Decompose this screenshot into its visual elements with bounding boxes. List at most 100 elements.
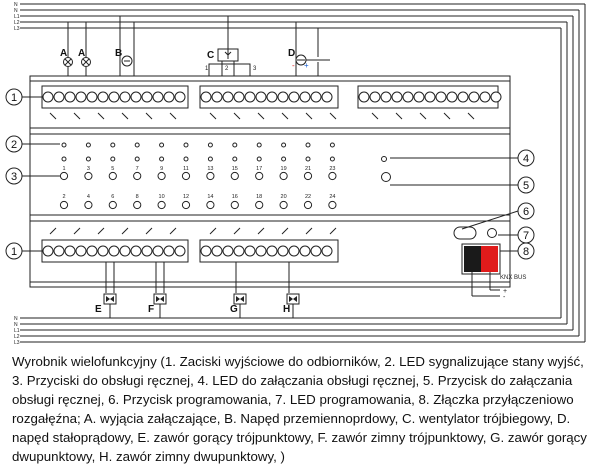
figure-caption: Wyrobnik wielofunkcyjny (1. Zaciski wyjś… xyxy=(12,354,587,464)
actuator-plus: + xyxy=(304,61,309,70)
relay-contact xyxy=(257,227,265,235)
status-led xyxy=(110,156,116,162)
relay-contact xyxy=(305,227,313,235)
terminal-screw xyxy=(288,245,300,257)
terminal-screw xyxy=(369,91,381,103)
fan-terminal-3: 3 xyxy=(253,66,257,72)
fan-terminal-1: 1 xyxy=(205,66,209,72)
motor-icon xyxy=(119,48,135,76)
manual-button[interactable] xyxy=(206,200,215,210)
manual-button[interactable] xyxy=(279,171,288,181)
knx-connector-black xyxy=(464,246,481,272)
status-led xyxy=(281,156,287,162)
callout-number: 2 xyxy=(11,139,17,151)
relay-contact xyxy=(467,112,475,120)
led-number: 19 xyxy=(281,166,287,172)
relay-contact xyxy=(209,227,217,235)
bus-line-label: L3 xyxy=(14,340,20,345)
knx-connector-red xyxy=(481,246,498,272)
terminal-screw xyxy=(53,245,65,257)
relay-contact xyxy=(121,112,129,120)
terminal-screw xyxy=(163,245,175,257)
led-number: 9 xyxy=(160,166,163,172)
led-number: 15 xyxy=(232,166,238,172)
knx-bus-leads xyxy=(471,272,500,297)
status-led xyxy=(281,142,287,148)
terminal-screw xyxy=(211,245,223,257)
terminal-screw xyxy=(163,91,175,103)
manual-button[interactable] xyxy=(181,171,191,181)
relay-contact xyxy=(73,227,81,235)
bus-line-label: L1 xyxy=(14,14,20,20)
manual-button[interactable] xyxy=(108,200,117,210)
manual-button[interactable] xyxy=(181,200,191,210)
manual-button[interactable] xyxy=(84,200,93,210)
status-led xyxy=(256,142,262,148)
status-led xyxy=(159,156,165,162)
terminal-screw xyxy=(479,91,491,103)
manual-mode-button[interactable] xyxy=(381,172,391,182)
relay-contacts xyxy=(49,112,475,235)
knx-plus-label: + xyxy=(503,288,507,295)
manual-button[interactable] xyxy=(279,200,288,210)
valve-symbol xyxy=(289,296,297,302)
callout-circle xyxy=(5,88,23,106)
manual-button[interactable] xyxy=(255,200,264,210)
terminal-screw xyxy=(244,245,256,257)
terminal-screw xyxy=(413,91,425,103)
manual-button[interactable] xyxy=(303,171,313,181)
led-number: 12 xyxy=(183,194,189,200)
manual-button[interactable] xyxy=(206,171,215,181)
led-number: 6 xyxy=(111,194,114,200)
relay-contact xyxy=(281,227,289,235)
relay-contact xyxy=(233,112,241,120)
relay-contact xyxy=(73,112,81,120)
terminal-screw xyxy=(490,91,502,103)
manual-button[interactable] xyxy=(303,200,313,210)
relay-contact xyxy=(209,112,217,120)
bus-line-label: N xyxy=(14,322,18,328)
led-array xyxy=(59,142,337,210)
terminal-screw xyxy=(108,91,120,103)
terminal-screw xyxy=(108,245,120,257)
manual-button[interactable] xyxy=(108,171,117,181)
terminal-screw xyxy=(141,91,153,103)
manual-button[interactable] xyxy=(157,200,166,210)
bus-line-label: L3 xyxy=(14,26,20,32)
led-number: 22 xyxy=(305,194,311,200)
actuator-icon xyxy=(295,54,330,76)
led-number: 10 xyxy=(159,194,165,200)
status-led xyxy=(134,142,140,148)
manual-button[interactable] xyxy=(133,171,142,181)
terminal-screw xyxy=(457,91,469,103)
manual-button[interactable] xyxy=(59,200,69,210)
relay-contact xyxy=(395,112,403,120)
callout-circle xyxy=(517,149,535,167)
relay-contact xyxy=(97,227,105,235)
relay-contact xyxy=(281,112,289,120)
terminal-screw xyxy=(277,245,289,257)
terminal-screw xyxy=(255,91,267,103)
manual-button[interactable] xyxy=(157,171,166,181)
manual-button[interactable] xyxy=(230,200,239,210)
manual-button[interactable] xyxy=(328,171,337,181)
terminal-screw xyxy=(86,91,98,103)
led-number: 3 xyxy=(87,166,90,172)
relay-contact xyxy=(419,112,427,120)
manual-button[interactable] xyxy=(328,200,337,210)
callout-circle xyxy=(5,135,23,153)
manual-button[interactable] xyxy=(230,171,239,181)
terminal-screw xyxy=(130,91,142,103)
manual-button[interactable] xyxy=(59,171,69,181)
manual-button[interactable] xyxy=(133,200,142,210)
status-led xyxy=(183,156,189,162)
relay-contact xyxy=(443,112,451,120)
lamp-icon xyxy=(63,57,73,67)
terminal-screw xyxy=(321,91,333,103)
manual-button[interactable] xyxy=(255,171,264,181)
terminal-screw xyxy=(42,91,54,103)
terminal-screw xyxy=(380,91,392,103)
terminal-screw xyxy=(64,91,76,103)
manual-button[interactable] xyxy=(84,171,93,181)
